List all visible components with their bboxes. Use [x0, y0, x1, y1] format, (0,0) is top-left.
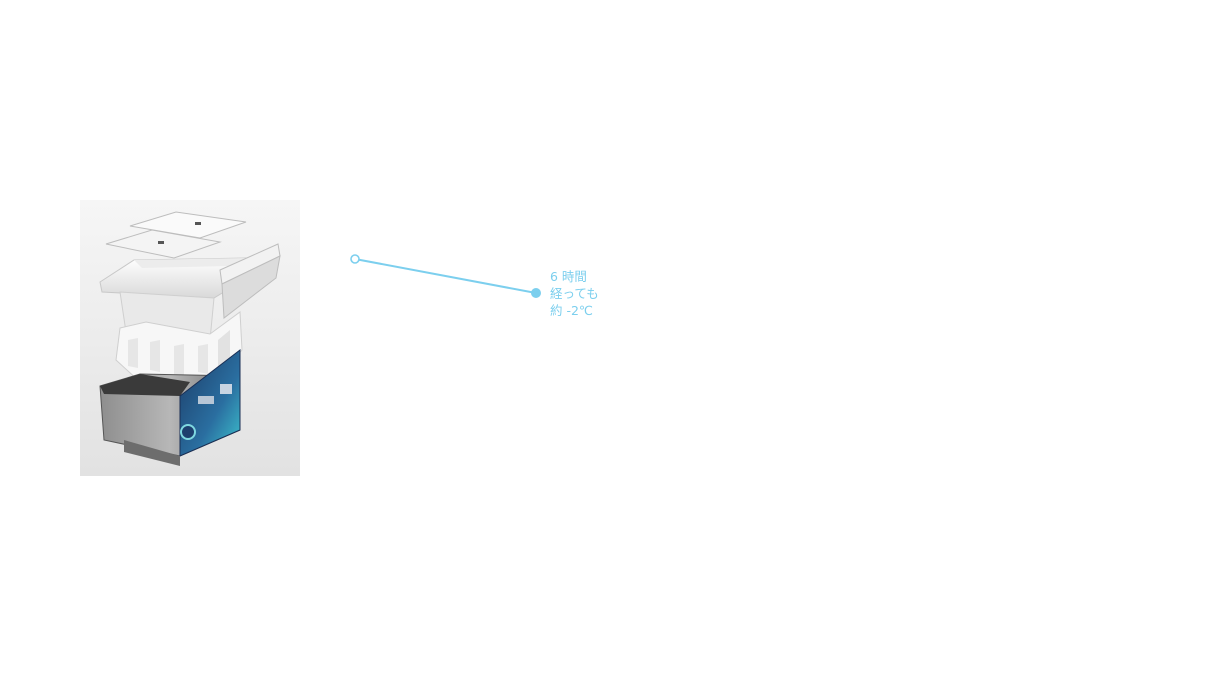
callout-label: 6 時間 経っても 約 -2℃	[550, 268, 599, 319]
lid-parts	[105, 211, 247, 259]
cooling-box-exploded-view-image	[80, 200, 300, 476]
callout-line-3: 約 -2℃	[550, 303, 593, 318]
insulation-block	[115, 311, 243, 383]
leader-line	[354, 258, 537, 294]
leader-end-dot	[531, 288, 541, 298]
leader-start-dot	[350, 254, 360, 264]
callout-line-1: 6 時間	[550, 269, 587, 284]
callout-leader-line	[350, 254, 541, 298]
base-unit	[99, 348, 241, 466]
callout-line-2: 経っても	[550, 286, 599, 301]
